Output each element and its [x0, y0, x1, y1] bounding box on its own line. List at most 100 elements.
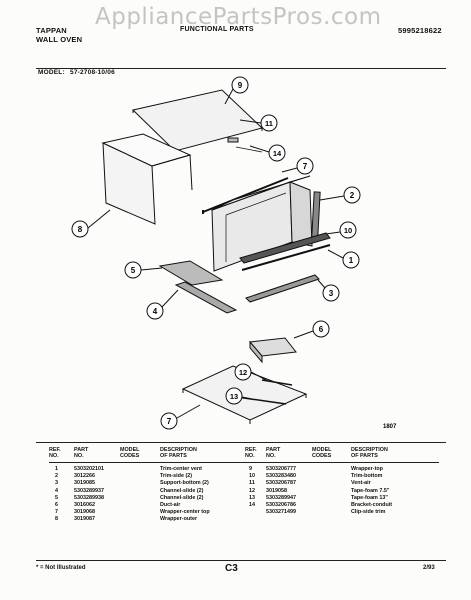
table-row-desc: Tape-foam 7.5": [351, 487, 390, 494]
callout-2: 2: [319, 186, 361, 204]
table-row-ref: 11: [249, 480, 255, 487]
figure-code: 1807: [383, 424, 397, 430]
product-label: WALL OVEN: [36, 35, 83, 44]
table-row-part: 5303206786: [266, 502, 296, 509]
table-row-ref: 14: [249, 502, 255, 509]
table-row-ref: 12: [249, 487, 255, 494]
right-header-desc: DESCRIPTION OF PARTS: [351, 447, 388, 460]
table-row-part: 5303289947: [266, 494, 296, 501]
table-row-ref: 9: [249, 466, 252, 472]
callout-2-label: 2: [350, 191, 355, 200]
table-row-part: 5303202101: [74, 466, 104, 472]
left-header-model: MODEL CODES: [120, 447, 140, 460]
trim-bottom-part: [239, 232, 331, 264]
brand-label: TAPPAN: [36, 26, 67, 35]
table-row-part: 3012266: [74, 473, 95, 480]
table-row-desc: Wrapper-center top: [160, 509, 210, 516]
table-row-part: 3019068: [74, 509, 95, 516]
side-trim-part: [311, 191, 321, 238]
oven-box-top: [211, 175, 311, 211]
callout-13: 13: [225, 387, 253, 405]
table-row-ref: 3: [55, 480, 58, 487]
callout-5-label: 5: [131, 266, 136, 275]
table-row-part: 5303271499: [266, 509, 296, 516]
callout-7-top: 7: [281, 157, 314, 175]
support-bottom-part: [245, 274, 320, 303]
table-row-ref: 10: [249, 473, 255, 480]
table-row-part: 5303289938: [74, 494, 104, 501]
table-row-part: 3016062: [74, 502, 95, 509]
callout-12-label: 12: [239, 368, 247, 377]
callout-11-label: 11: [265, 119, 273, 128]
callout-7-bottom: 7: [160, 404, 201, 430]
table-row-desc: Trim-bottom: [351, 473, 383, 480]
callout-8: 8: [71, 209, 111, 238]
channel-slide-upper: [158, 260, 224, 286]
table-row-ref: 2: [55, 473, 58, 480]
table-row-part: 3019087: [74, 516, 95, 523]
watermark: AppliancePartsPros.com: [95, 4, 382, 30]
vent-air-part: [227, 137, 239, 143]
callout-3-label: 3: [329, 289, 334, 298]
table-row-desc: Tape-foam 13": [351, 494, 388, 501]
table-row-part: 5303283480: [266, 473, 296, 480]
left-header-part: PART NO.: [74, 447, 89, 460]
callout-6: 6: [293, 320, 330, 339]
callout-8-label: 8: [78, 225, 83, 234]
callout-9: 9: [224, 76, 249, 105]
callout-4-label: 4: [153, 307, 158, 316]
table-row-desc: Support-bottom (2): [160, 480, 209, 487]
right-header-model: MODEL CODES: [312, 447, 332, 460]
callout-5: 5: [124, 261, 163, 279]
header-rule: [36, 68, 446, 69]
table-row-ref: 13: [249, 494, 255, 501]
right-parts-table: 9 10 11 12 13 14 5303206777 5303283480 5…: [245, 466, 440, 524]
table-row-ref: 7: [55, 509, 58, 516]
table-row-desc: Clip-side trim: [351, 509, 386, 516]
table-row-desc: Vent-air: [351, 480, 371, 487]
callout-4: 4: [146, 289, 179, 320]
callout-3: 3: [317, 279, 340, 302]
right-header-part: PART NO.: [266, 447, 281, 460]
callout-7-top-label: 7: [303, 162, 308, 171]
table-row-desc: Channel-slide (2): [160, 494, 204, 501]
table-row-desc: Duct-air: [160, 502, 181, 509]
callout-14-label: 14: [273, 149, 282, 158]
table-row-desc: Bracket-conduit: [351, 502, 393, 509]
table-row-ref: 6: [55, 502, 58, 509]
table-row-desc: Trim-center vent: [160, 466, 202, 472]
callout-7-bottom-label: 7: [167, 417, 172, 426]
callout-12: 12: [234, 363, 269, 382]
callout-10: 10: [325, 221, 357, 239]
channel-slide-lower: [174, 281, 238, 314]
table-row-ref: [249, 509, 255, 516]
doc-number: 5995218622: [398, 26, 442, 35]
table-row-desc: Channel-slide (2): [160, 487, 204, 494]
footnote: * = Not Illustrated: [36, 565, 86, 571]
callout-9-label: 9: [238, 81, 243, 90]
left-header-ref: REF. NO.: [49, 447, 61, 460]
section-title: FUNCTIONAL PARTS: [180, 26, 254, 33]
page-code: C3: [225, 563, 238, 574]
callout-6-label: 6: [319, 325, 324, 334]
table-row-ref: 4: [55, 487, 58, 494]
left-header-desc: DESCRIPTION OF PARTS: [160, 447, 197, 460]
table-row-part: 3019058: [266, 487, 287, 494]
callout-10-label: 10: [344, 226, 352, 235]
footer-rule: [36, 560, 446, 561]
table-row-part: 3019085: [74, 480, 95, 487]
table-header-rule: [49, 462, 439, 463]
callout-1: 1: [327, 249, 360, 269]
callout-1-label: 1: [349, 256, 354, 265]
table-row-part: 5303206787: [266, 480, 296, 487]
revision-date: 2/93: [423, 565, 435, 571]
model-value: 57-2708-10/06: [70, 69, 115, 76]
table-row-part: 5303206777: [266, 466, 296, 472]
table-row-ref: 1: [55, 466, 58, 472]
table-top-rule: [36, 442, 446, 443]
oven-box-side: [289, 181, 313, 247]
model-label: MODEL:: [38, 69, 65, 76]
callout-14: 14: [249, 144, 286, 162]
